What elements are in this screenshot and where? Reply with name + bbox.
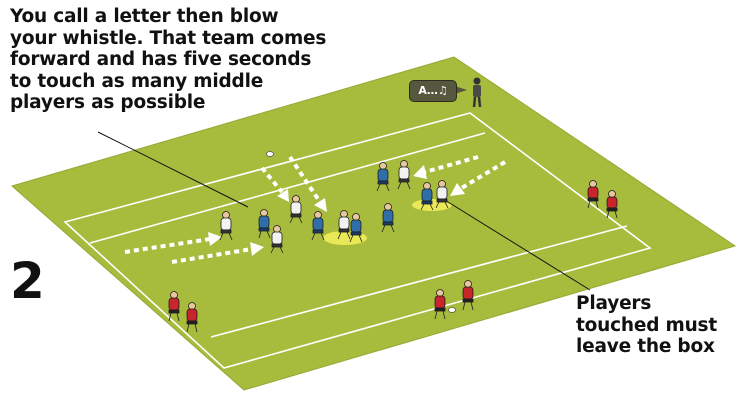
pitch-lines [63,112,652,369]
note-caption: Players touched must leave the box [576,293,717,357]
player-blue [311,211,325,241]
step-number: 2 [10,252,45,310]
players [168,160,618,333]
movement-arrows [124,155,507,264]
player-red [434,289,446,320]
ball-icon [266,151,274,157]
coach-figure-icon [472,77,482,108]
player-blue [376,162,390,192]
player-red [186,302,198,333]
player-white [397,160,411,190]
ball-icon [448,307,456,313]
player-red [606,190,618,219]
player-red [462,280,474,311]
player-blue [381,203,395,233]
player-red [168,291,180,322]
whistle-note-icon: A…♫ [409,80,457,102]
player-blue [349,213,363,243]
note-pointer [439,196,591,291]
instruction-pointer [97,131,249,208]
player-blue [258,209,271,239]
player-white [289,195,303,224]
bubble-tail [455,86,467,94]
player-white [337,210,351,240]
player-white [270,225,284,254]
player-blue [420,182,434,211]
player-white [435,180,449,209]
player-red [587,180,599,209]
instruction-caption: You call a letter then blow your whistle… [10,6,327,113]
player-white [219,211,233,241]
